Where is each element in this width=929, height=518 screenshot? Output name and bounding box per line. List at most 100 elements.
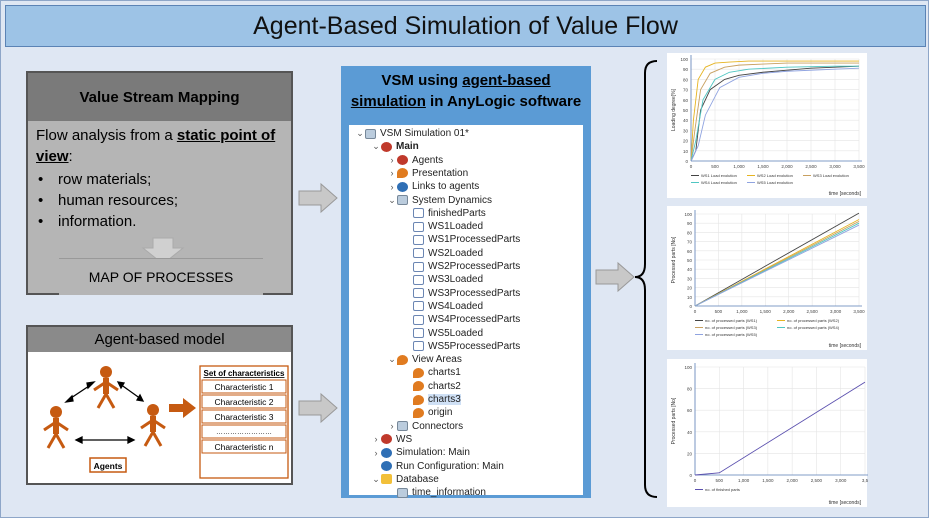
chevron-right-icon[interactable]: › — [374, 434, 378, 445]
agent-model-box: Agent-based model — [26, 325, 293, 485]
x-tick-label: 500 — [715, 309, 723, 314]
anylogic-panel: VSM using agent-based simulation in AnyL… — [341, 66, 591, 498]
var-node-icon — [413, 314, 424, 325]
tree-item-label: WS — [396, 433, 413, 445]
y-tick-label: 10 — [683, 149, 689, 154]
y-tick-label: 10 — [687, 295, 693, 300]
tree-item[interactable]: charts1 — [403, 366, 461, 379]
chevron-down-icon[interactable]: ⌄ — [388, 354, 396, 365]
chevron-down-icon[interactable]: ⌄ — [372, 141, 380, 152]
tree-item[interactable]: › WS — [371, 433, 413, 446]
tree-item[interactable]: charts3 — [403, 393, 461, 406]
legend-label: no. of processed parts (WS3) — [705, 325, 758, 330]
tree-item-label: WS5Loaded — [428, 327, 484, 339]
orange-node-icon — [397, 354, 408, 365]
grid-node-icon — [365, 128, 376, 139]
anylogic-head-suffix: in AnyLogic software — [425, 93, 582, 110]
tree-item-label: System Dynamics — [412, 194, 493, 206]
vsm-intro-prefix: Flow analysis from a — [36, 127, 177, 144]
var-node-icon — [413, 341, 424, 352]
tree-item[interactable]: › Agents — [387, 154, 444, 167]
x-tick-label: 0 — [694, 478, 697, 483]
legend-label: no. of processed parts (WS1) — [705, 318, 758, 323]
tree-item[interactable]: WS1Loaded — [403, 220, 483, 233]
x-axis-label: time [seconds] — [829, 343, 862, 349]
tree-item[interactable]: Run Configuration: Main — [371, 460, 504, 473]
x-axis-label: time [seconds] — [829, 500, 862, 506]
tree-item[interactable]: ⌄View Areas — [387, 353, 462, 366]
tree-item[interactable]: origin — [403, 406, 452, 419]
tree-item[interactable]: WS5ProcessedParts — [403, 340, 520, 353]
tree-item-label: charts1 — [428, 367, 461, 379]
y-tick-label: 20 — [687, 286, 693, 291]
x-tick-label: 500 — [711, 164, 719, 169]
orange-node-icon — [413, 394, 424, 405]
chevron-down-icon[interactable]: ⌄ — [388, 194, 396, 205]
tree-item[interactable]: charts2 — [403, 380, 461, 393]
y-tick-label: 20 — [687, 451, 693, 456]
x-tick-label: 2,000 — [787, 478, 799, 483]
grid-node-icon — [397, 487, 408, 498]
tree-item[interactable]: ›Simulation: Main — [371, 446, 470, 459]
tree-item-label: WS1ProcessedParts — [428, 234, 521, 246]
tree-item[interactable]: ⌄VSM Simulation 01* — [355, 127, 469, 140]
chevron-right-icon[interactable]: › — [390, 181, 394, 192]
tree-item-label: WS4Loaded — [428, 300, 484, 312]
y-tick-label: 60 — [687, 249, 693, 254]
chevron-right-icon[interactable]: › — [390, 155, 394, 166]
blue-node-icon — [381, 447, 392, 458]
orange-node-icon — [397, 168, 408, 179]
anylogic-heading: VSM using agent-based simulation in AnyL… — [341, 70, 591, 112]
x-tick-label: 3,000 — [830, 309, 842, 314]
agent-person-icon — [93, 366, 119, 409]
x-tick-label: 0 — [690, 164, 693, 169]
y-axis-label: Processed parts [No] — [671, 397, 677, 444]
legend-label: no. of finished parts — [705, 487, 740, 492]
right-arrow-icon — [298, 392, 338, 424]
y-tick-label: 40 — [687, 430, 693, 435]
tree-item[interactable]: finishedParts — [403, 207, 486, 220]
tree-item[interactable]: WS3ProcessedParts — [403, 287, 520, 300]
chevron-right-icon[interactable]: › — [390, 168, 394, 179]
anylogic-head-prefix: VSM using — [381, 72, 463, 89]
x-tick-label: 1,500 — [762, 478, 774, 483]
anylogic-head-ul1: agent-based — [462, 72, 551, 89]
orange-node-icon — [413, 381, 424, 392]
chevron-down-icon[interactable]: ⌄ — [356, 128, 364, 138]
tree-item-label: WS5ProcessedParts — [428, 340, 521, 352]
chevron-down-icon[interactable]: ⌄ — [372, 473, 380, 484]
var-node-icon — [413, 208, 424, 219]
tree-item[interactable]: ⌄ System Dynamics — [387, 194, 492, 207]
tree-item[interactable]: ›Presentation — [387, 167, 469, 180]
orange-node-icon — [413, 367, 424, 378]
y-tick-label: 70 — [687, 240, 693, 245]
tree-item-label: WS4ProcessedParts — [428, 314, 521, 326]
tree-item[interactable]: ›Connectors — [387, 420, 464, 433]
y-tick-label: 100 — [680, 57, 688, 62]
tree-item-label: Agents — [412, 154, 444, 166]
y-tick-label: 30 — [687, 276, 693, 281]
tree-item[interactable]: time_information — [387, 486, 486, 499]
tree-item[interactable]: WS2Loaded — [403, 247, 483, 260]
tree-item[interactable]: WS3Loaded — [403, 273, 483, 286]
tree-item[interactable]: ⌄Main — [371, 140, 419, 153]
chevron-right-icon[interactable]: › — [374, 447, 378, 458]
vsm-bullet-list: row materials; human resources; informat… — [36, 169, 288, 232]
series-line — [690, 65, 859, 162]
agent-diagram: Agents Set of characteristics Characteri… — [43, 365, 289, 479]
tree-item-label: WS2ProcessedParts — [428, 261, 521, 272]
tree-item[interactable]: WS4Loaded — [403, 300, 483, 313]
tree-item-label: Links to agents — [412, 181, 480, 193]
series-line — [694, 212, 860, 307]
chevron-right-icon[interactable]: › — [390, 421, 394, 432]
tree-item[interactable]: WS4ProcessedParts — [403, 313, 520, 326]
y-tick-label: 0 — [689, 473, 692, 478]
tree-item[interactable]: ⌄Database — [371, 473, 439, 486]
tree-item[interactable]: WS1ProcessedParts — [403, 233, 520, 246]
tree-item[interactable]: WS5Loaded — [403, 327, 483, 340]
tree-item[interactable]: › Links to agents — [387, 180, 480, 193]
tree-item[interactable]: WS2ProcessedParts — [403, 260, 520, 273]
orange-node-icon — [413, 407, 424, 418]
